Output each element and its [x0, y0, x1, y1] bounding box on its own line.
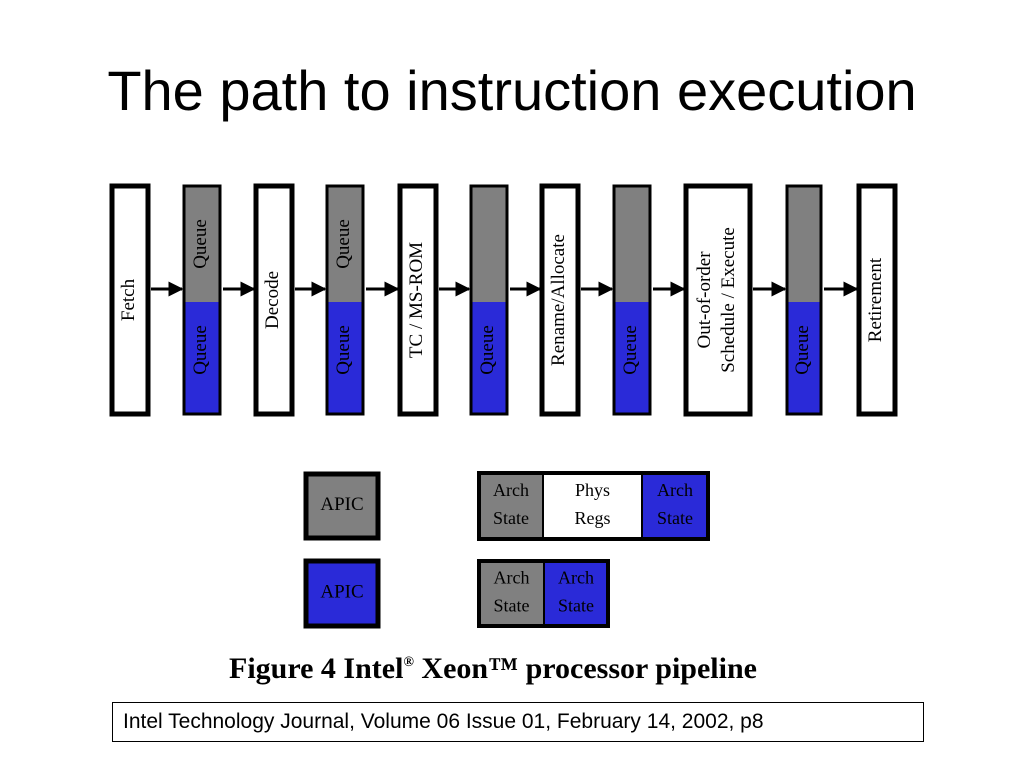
queue-top-segment [787, 186, 821, 302]
apic-gray-box-label: APIC [320, 494, 363, 515]
queue-bottom-segment [471, 302, 507, 414]
state-row2-cell-1-fill [544, 561, 608, 626]
stage-label: Rename/Allocate [548, 234, 569, 366]
pipeline-queue-9: Queue [785, 184, 823, 416]
state-row2-outline [477, 559, 610, 628]
stage-box [539, 183, 581, 417]
pipeline-stage-0: Fetch [109, 183, 151, 417]
citation-box: Intel Technology Journal, Volume 06 Issu… [112, 702, 924, 742]
queue-bottom-segment [184, 302, 220, 414]
state-row1-cell-0-fill [479, 473, 543, 539]
caption-registered-mark: ® [403, 655, 414, 670]
citation-text: Intel Technology Journal, Volume 06 Issu… [123, 710, 764, 733]
stage-label: Retirement [865, 257, 886, 342]
stage-box [109, 183, 151, 417]
stage-label: TC / MS-ROM [406, 242, 427, 358]
apic-blue-box-fill [306, 561, 378, 626]
figure-caption: Figure 4 Intel® Xeon™ processor pipeline [229, 652, 757, 685]
queue-outline [469, 184, 509, 416]
queue-bottom-label: Queue [620, 325, 641, 375]
queue-bottom-segment [614, 302, 650, 414]
queue-top-label: Queue [190, 219, 211, 269]
stage-box [683, 183, 753, 417]
queue-top-segment [614, 186, 650, 302]
queue-outline [785, 184, 823, 416]
queue-top-label: Queue [333, 219, 354, 269]
pipeline-queue-5: Queue [469, 184, 509, 416]
apic-blue-outline [303, 558, 381, 629]
queue-outline [612, 184, 652, 416]
queue-bottom-label: Queue [333, 325, 354, 375]
queue-bottom-label: Queue [477, 325, 498, 375]
stage-box [253, 183, 295, 417]
queue-bottom-segment [787, 302, 821, 414]
pipeline-queue-7: Queue [612, 184, 652, 416]
apic-blue-box: APIC [306, 561, 378, 626]
slide-title: The path to instruction execution [107, 59, 917, 122]
pipeline-stage-6: Rename/Allocate [539, 183, 581, 417]
state-row1-cell-1-fill [543, 473, 642, 539]
apic-gray-box-fill [306, 474, 378, 538]
pipeline-stage-2: Decode [253, 183, 295, 417]
apic-blue-box-label: APIC [320, 582, 363, 603]
caption-prefix: Figure 4 Intel [229, 652, 403, 685]
stage-box [856, 183, 898, 417]
queue-top-segment [471, 186, 507, 302]
stage-box [397, 183, 439, 417]
apic-gray-box: APIC [306, 474, 378, 538]
queue-bottom-segment [327, 302, 363, 414]
queue-top-segment [184, 186, 220, 302]
state-row1-outline [477, 471, 710, 541]
stage-label: Decode [262, 271, 283, 329]
state-row2-cell-0-fill [479, 561, 544, 626]
pipeline-stage-10: Retirement [856, 183, 898, 417]
queue-top-segment [327, 186, 363, 302]
queue-outline [325, 184, 365, 416]
queue-bottom-label: Queue [792, 325, 813, 375]
caption-suffix: Xeon™ processor pipeline [414, 652, 757, 685]
queue-bottom-label: Queue [190, 325, 211, 375]
state-row1-cell-2-fill [642, 473, 708, 539]
pipeline-stage-4: TC / MS-ROM [397, 183, 439, 417]
apic-gray-outline [303, 471, 381, 541]
queue-outline [182, 184, 222, 416]
stage-label: Fetch [118, 278, 139, 321]
